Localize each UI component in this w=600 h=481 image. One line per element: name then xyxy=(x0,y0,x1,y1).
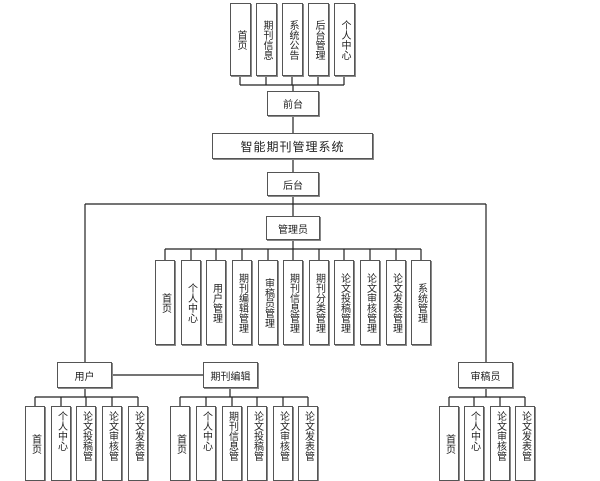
admin-child-reviewer-mgmt: 审稿员管理 xyxy=(258,260,278,345)
front-child-journal-info: 期刊信息 xyxy=(256,3,277,76)
editor-node: 期刊编辑 xyxy=(203,362,258,388)
front-child-home: 首页 xyxy=(230,3,251,76)
admin-child-journal-category-mgmt: 期刊分类管理 xyxy=(309,260,329,345)
reviewer-child-home: 首页 xyxy=(439,406,459,481)
editor-child-profile: 个人中心 xyxy=(196,406,216,481)
admin-child-home: 首页 xyxy=(155,260,175,345)
admin-child-publication-mgmt: 论文发表管理 xyxy=(386,260,406,345)
front-child-announcement: 系统公告 xyxy=(282,3,303,76)
editor-child-journal-info: 期刊信息管 xyxy=(222,406,242,481)
editor-child-submission: 论文投稿管 xyxy=(247,406,267,481)
reviewer-child-review: 论文审核管 xyxy=(490,406,510,481)
front-child-admin-login: 后台管理 xyxy=(308,3,329,76)
front-child-profile: 个人中心 xyxy=(334,3,355,76)
admin-child-user-mgmt: 用户管理 xyxy=(206,260,226,345)
back-node: 后台 xyxy=(267,172,319,196)
editor-child-review: 论文审核管 xyxy=(273,406,293,481)
user-child-publication: 论文发表管 xyxy=(128,406,148,481)
user-child-profile: 个人中心 xyxy=(51,406,71,481)
reviewer-child-publication: 论文发表管 xyxy=(515,406,535,481)
admin-child-review-mgmt: 论文审核管理 xyxy=(360,260,380,345)
admin-child-journal-info-mgmt: 期刊信息管理 xyxy=(283,260,303,345)
admin-child-editor-mgmt: 期刊编辑管理 xyxy=(232,260,252,345)
front-node: 前台 xyxy=(267,91,319,116)
user-node: 用户 xyxy=(57,362,112,388)
admin-child-profile: 个人中心 xyxy=(181,260,201,345)
user-child-home: 首页 xyxy=(25,406,45,481)
reviewer-node: 审稿员 xyxy=(458,362,513,388)
admin-child-system-mgmt: 系统管理 xyxy=(411,260,431,345)
editor-child-publication: 论文发表管 xyxy=(298,406,318,481)
user-child-submission: 论文投稿管 xyxy=(76,406,96,481)
user-child-review: 论文审核管 xyxy=(102,406,122,481)
reviewer-child-profile: 个人中心 xyxy=(464,406,484,481)
system-title-node: 智能期刊管理系统 xyxy=(212,133,373,159)
admin-node: 管理员 xyxy=(266,216,320,240)
admin-child-submission-mgmt: 论文投稿管理 xyxy=(334,260,354,345)
editor-child-home: 首页 xyxy=(170,406,190,481)
